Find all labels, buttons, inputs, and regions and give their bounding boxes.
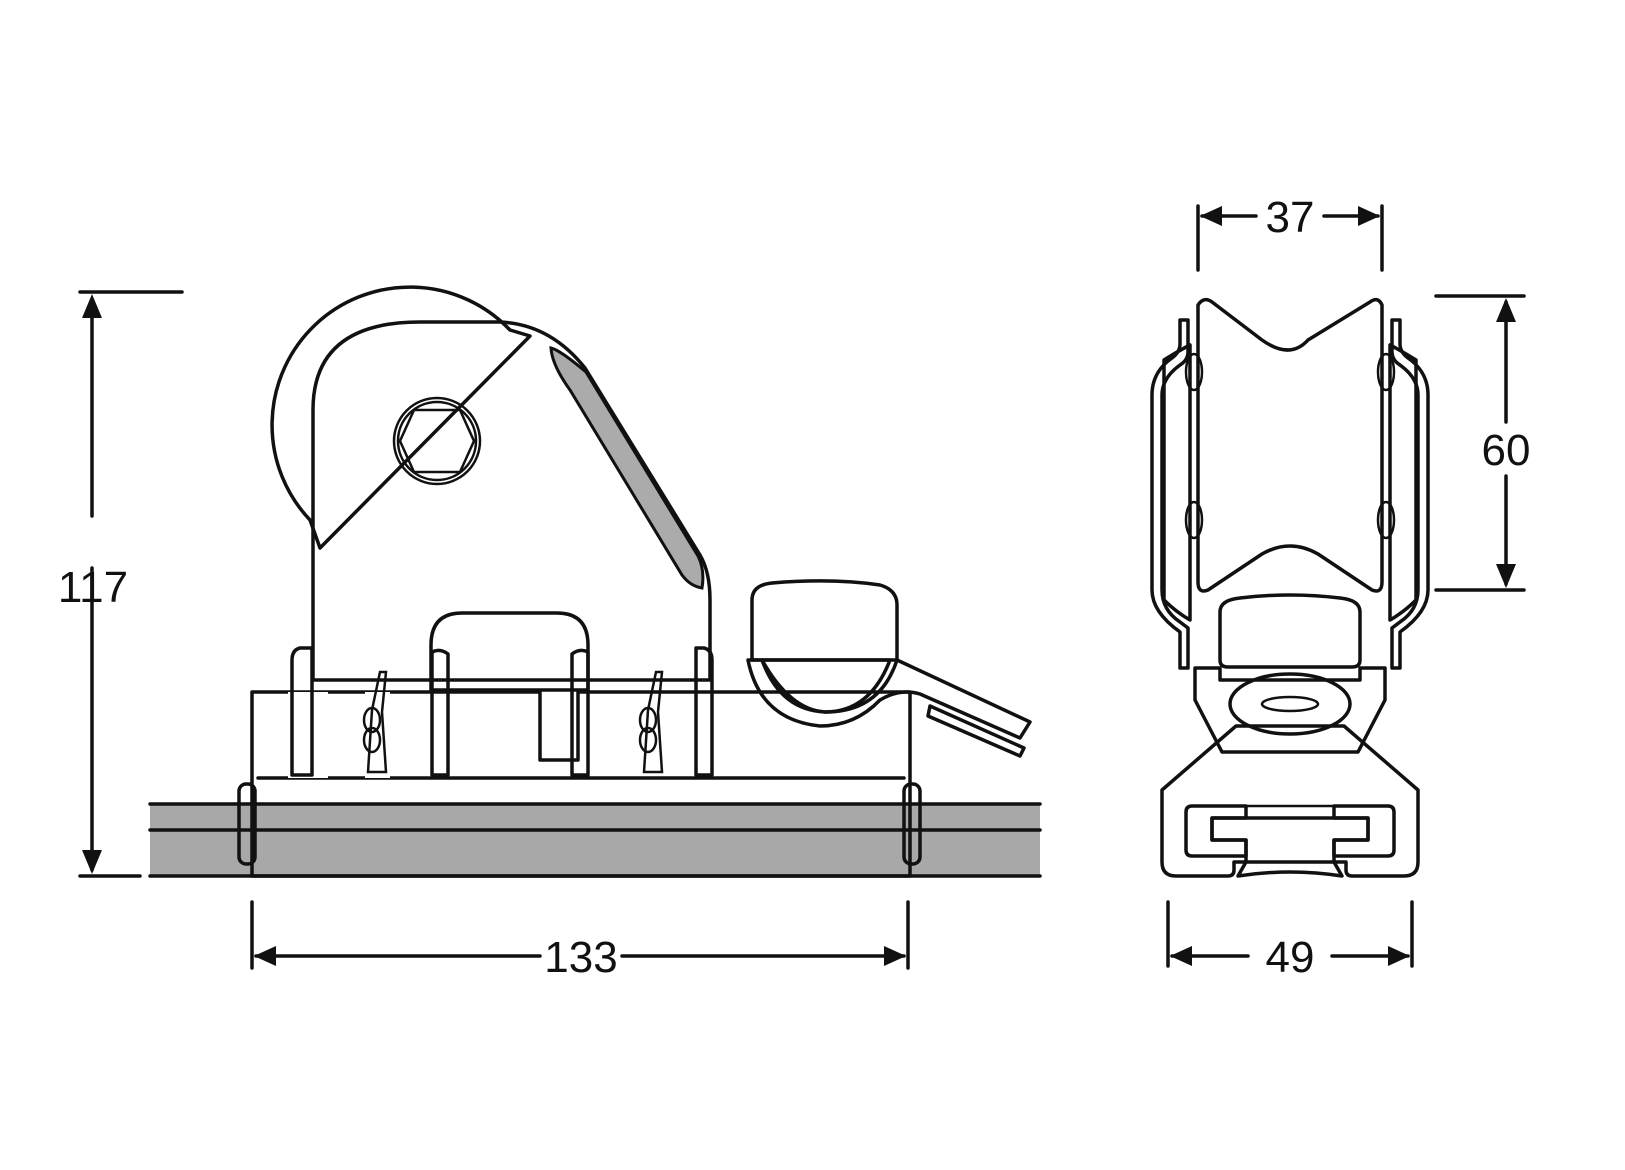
sheave-end <box>1196 297 1384 593</box>
bolt-head <box>392 396 482 486</box>
springs <box>362 670 664 774</box>
track-end <box>1210 816 1370 878</box>
car-body-end <box>1160 724 1420 878</box>
dim-label-117: 117 <box>58 563 128 612</box>
track-rail <box>148 802 1042 878</box>
strap-right <box>1390 318 1430 670</box>
dimension-width-49: 49 <box>1166 900 1414 982</box>
dim-label-37: 37 <box>1266 193 1315 242</box>
dim-label-133: 133 <box>544 933 617 982</box>
strap-left <box>1150 318 1190 670</box>
sheave-wheel <box>270 285 532 550</box>
dimension-width-37: 37 <box>1196 193 1384 272</box>
end-view <box>1150 297 1430 878</box>
end-cap-left <box>237 782 257 866</box>
cam-cleat <box>746 579 1032 758</box>
cheek-legs <box>290 646 714 777</box>
end-cap-right <box>902 782 922 866</box>
cheek-plate <box>311 320 712 682</box>
dim-label-60: 60 <box>1482 426 1531 475</box>
dimension-length-133: 133 <box>250 900 910 982</box>
cheek-bevel <box>549 346 705 590</box>
cam-block-end <box>1218 593 1362 669</box>
swivel-shackle <box>1228 672 1352 736</box>
dimension-height-60: 60 <box>1434 294 1531 592</box>
cheek-arch-cutout <box>429 611 590 692</box>
side-view <box>148 285 1042 878</box>
dimension-height-117: 117 <box>58 290 184 878</box>
dim-label-49: 49 <box>1266 933 1315 982</box>
swivel-bracket <box>1193 666 1387 754</box>
